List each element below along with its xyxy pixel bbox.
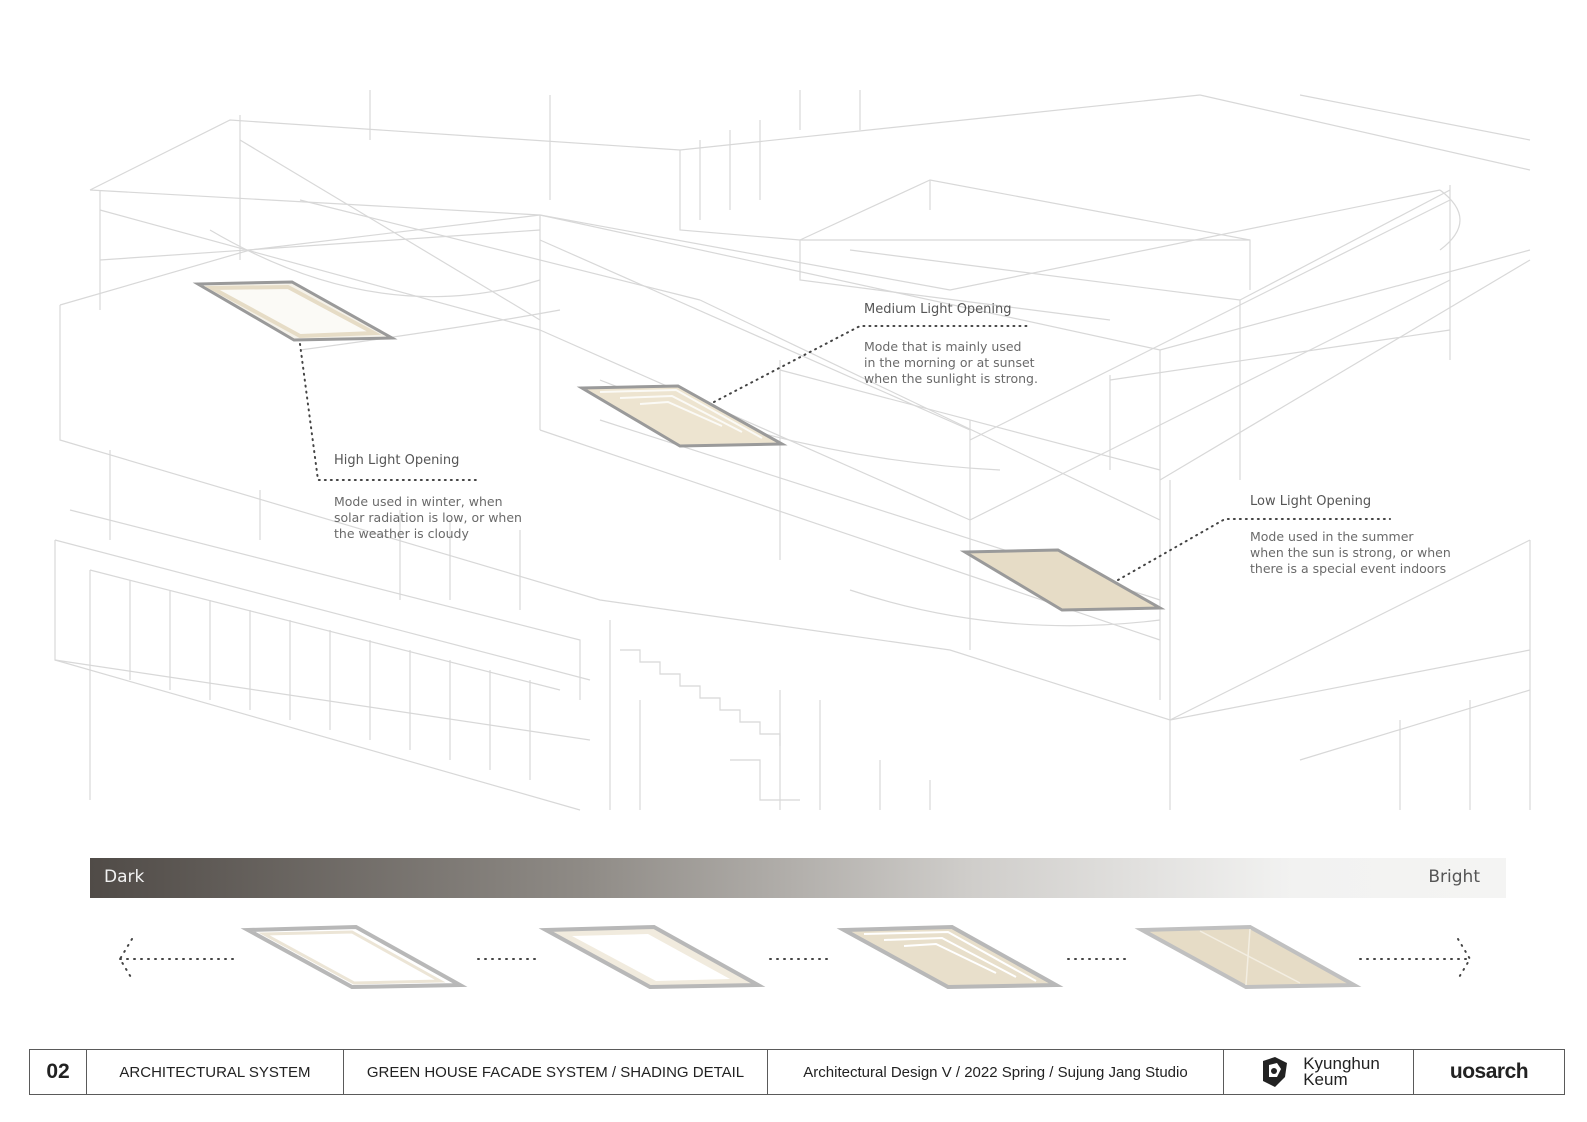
opening-sequence	[118, 924, 1472, 990]
isometric-structure-drawing	[54, 90, 1531, 811]
high-light-title: High Light Opening	[334, 453, 460, 468]
medium-light-title: Medium Light Opening	[864, 302, 1012, 317]
low-light-callout: Low Light Opening Mode used in the summe…	[1250, 494, 1451, 577]
arrow-right-icon	[1457, 938, 1472, 980]
school-logo: uosarch	[1449, 1060, 1529, 1083]
medium-light-description: Mode that is mainly used in the morning …	[864, 339, 1038, 386]
high-leader-line	[299, 343, 481, 481]
author-name: Kyunghun Keum	[1303, 1054, 1380, 1089]
student-logo-icon	[1263, 1057, 1288, 1087]
low-light-description: Mode used in the summer when the sun is …	[1250, 529, 1451, 576]
low-light-title: Low Light Opening	[1250, 494, 1372, 509]
title-block-footer: 02 ARCHITECTURAL SYSTEM GREEN HOUSE FACA…	[29, 1049, 1565, 1095]
sequence-panel-open	[240, 924, 468, 990]
bright-label: Bright	[1428, 867, 1480, 887]
dark-bright-gradient-bar: Dark Bright	[90, 858, 1506, 898]
sequence-panel-low	[1134, 924, 1362, 990]
medium-leader-line	[713, 325, 1031, 403]
low-leader-line	[1117, 518, 1391, 581]
course-info: Architectural Design V / 2022 Spring / S…	[768, 1050, 1224, 1094]
low-light-panel-diagram	[959, 548, 1166, 612]
page-number: 02	[30, 1050, 87, 1094]
medium-light-panel-diagram	[576, 384, 788, 448]
author-block: Kyunghun Keum	[1224, 1050, 1414, 1094]
dark-label: Dark	[104, 867, 145, 887]
sequence-panel-high	[538, 924, 766, 990]
high-light-callout: High Light Opening Mode used in winter, …	[334, 453, 522, 542]
high-light-panel-diagram	[192, 280, 398, 342]
topic-title: GREEN HOUSE FACADE SYSTEM / SHADING DETA…	[344, 1050, 768, 1094]
sequence-panel-medium	[836, 924, 1064, 990]
medium-light-callout: Medium Light Opening Mode that is mainly…	[864, 302, 1038, 387]
section-title: ARCHITECTURAL SYSTEM	[87, 1050, 344, 1094]
arrow-left-icon	[118, 938, 133, 980]
high-light-description: Mode used in winter, when solar radiatio…	[334, 494, 522, 541]
